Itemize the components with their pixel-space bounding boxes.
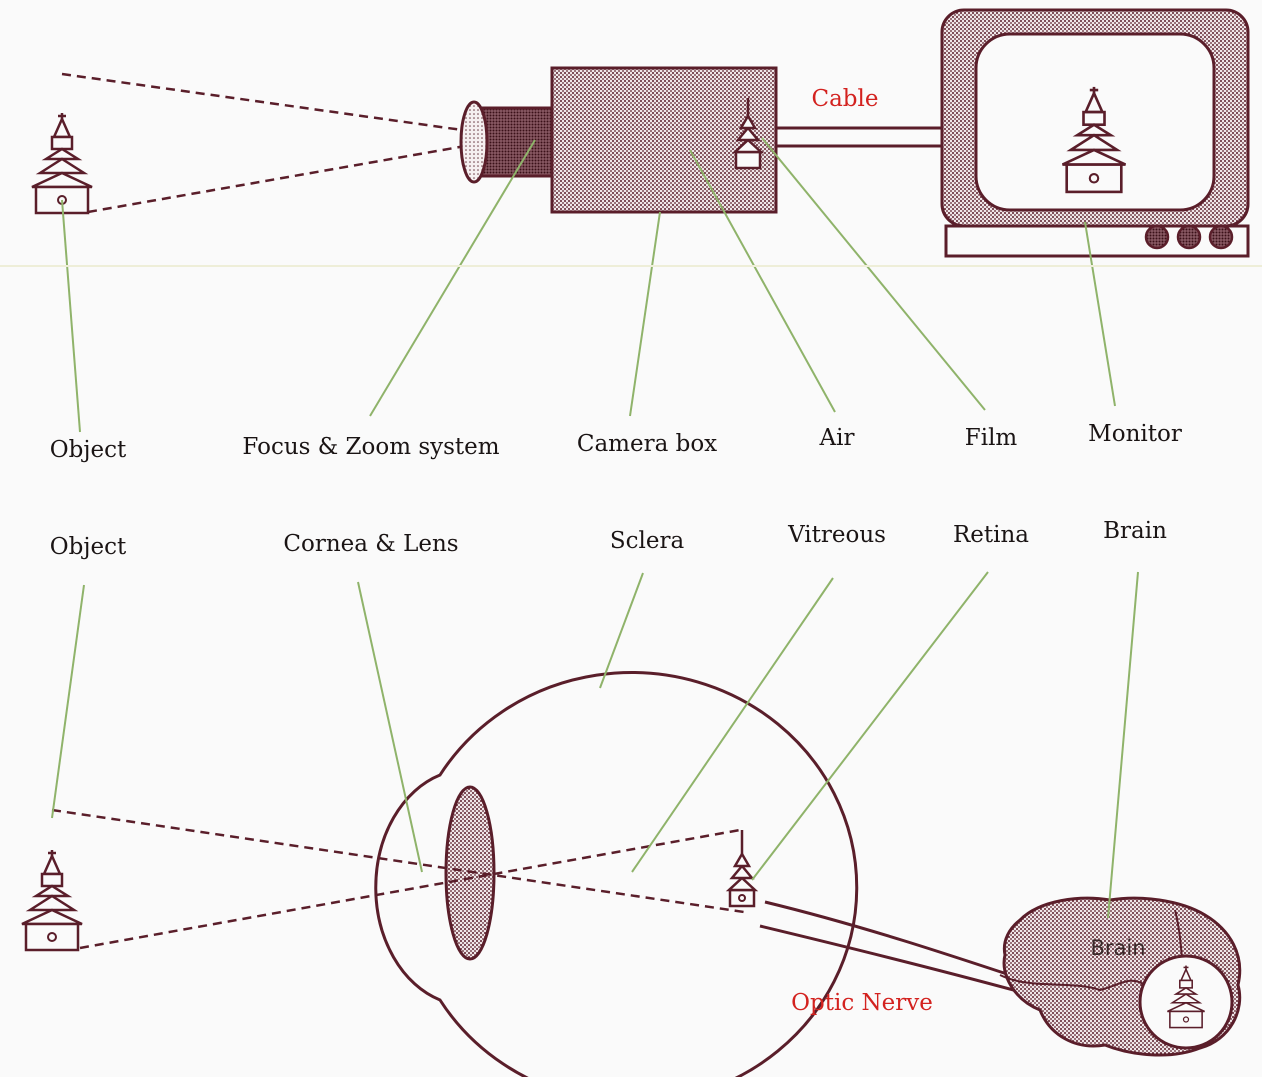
camera-cable xyxy=(776,126,944,148)
monitor-label: Monitor xyxy=(1088,421,1182,447)
object-church-eye xyxy=(20,848,84,952)
focus-zoom-label: Focus & Zoom system xyxy=(242,434,500,460)
camera-box-label: Camera box xyxy=(576,431,718,457)
brain xyxy=(999,896,1242,1057)
object-church-camera xyxy=(30,111,94,215)
air-label: Air xyxy=(819,425,855,451)
monitor-knob-1 xyxy=(1144,224,1170,250)
object-label-top: Object xyxy=(49,437,127,463)
eyeball xyxy=(374,671,859,1077)
brain-label: Brain xyxy=(1103,518,1167,544)
eye-light-rays xyxy=(51,808,745,950)
monitor-knob-3 xyxy=(1208,224,1234,250)
object-label-bottom: Object xyxy=(49,534,127,560)
eye-leader-lines xyxy=(51,571,1139,919)
monitor xyxy=(940,8,1250,258)
vitreous-label: Vitreous xyxy=(788,522,886,548)
film-label: Film xyxy=(964,425,1018,451)
camera-leader-lines xyxy=(61,137,1116,433)
retina-image xyxy=(725,830,759,908)
camera-box xyxy=(459,66,778,214)
cornea-lens-label: Cornea & Lens xyxy=(283,531,459,557)
optic-nerve-label: Optic Nerve xyxy=(791,990,933,1016)
cable-label: Cable xyxy=(811,86,879,112)
monitor-knob-2 xyxy=(1176,224,1202,250)
retina-label: Retina xyxy=(952,522,1030,548)
brain-inline-label: Brain xyxy=(1090,936,1146,960)
sclera-label: Sclera xyxy=(609,528,685,554)
